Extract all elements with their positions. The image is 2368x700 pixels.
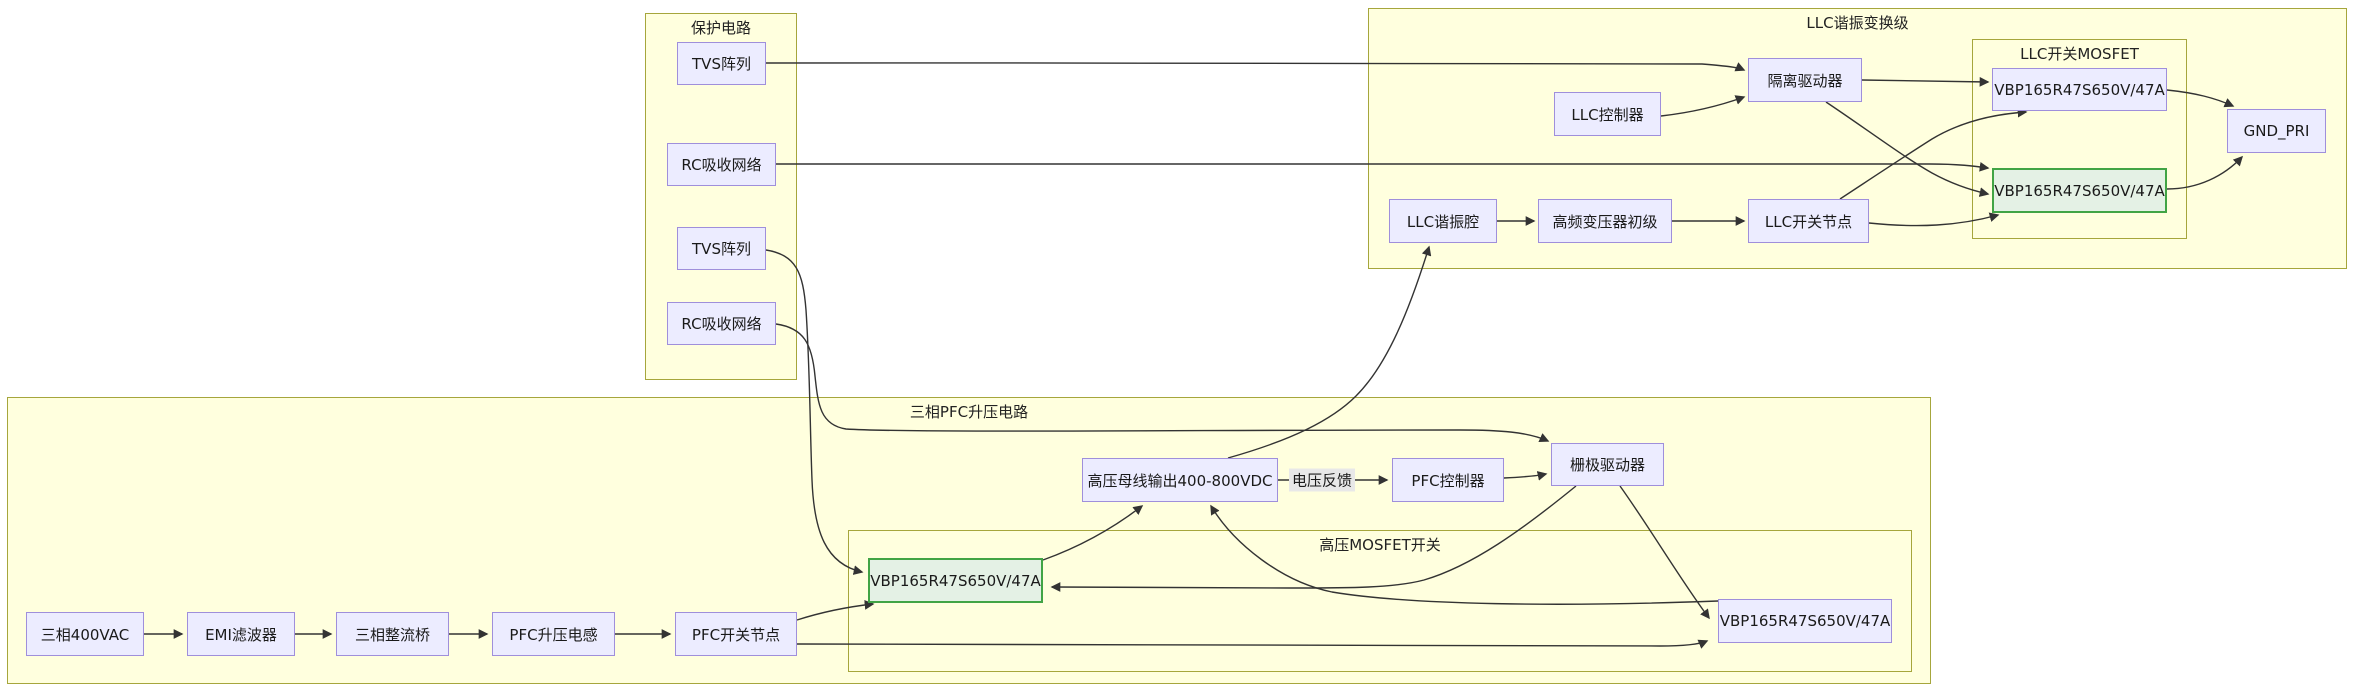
- edge-isodriver-to-fetlow: [1825, 101, 1990, 197]
- node-emi-filter: EMI滤波器: [187, 612, 295, 656]
- node-label-llc-fet-low: VBP165R47S650V/47A: [1994, 181, 2165, 200]
- node-label-llc-controller: LLC控制器: [1571, 105, 1644, 124]
- group-title-protection: 保护电路: [690, 19, 751, 37]
- edge-fetlow-to-gnd: [2166, 155, 2244, 190]
- node-label-rectifier: 三相整流桥: [354, 625, 430, 644]
- node-llc-switch-node: LLC开关节点: [1748, 199, 1869, 243]
- node-label-pfc-fet-1: VBP165R47S650V/47A: [870, 571, 1041, 590]
- node-label-emi-filter: EMI滤波器: [205, 625, 277, 644]
- node-rectifier: 三相整流桥: [336, 612, 449, 656]
- node-tvs-array-1: TVS阵列: [677, 42, 766, 85]
- edge-isodriver-to-fethigh: [1861, 76, 1990, 87]
- node-label-llc-fet-high: VBP165R47S650V/47A: [1994, 80, 2165, 99]
- edge-fethigh-to-gnd: [2166, 89, 2235, 108]
- edge-llcswnode-to-fethigh: [1839, 107, 2028, 200]
- node-llc-fet-high: VBP165R47S650V/47A: [1992, 68, 2167, 111]
- edge-pfcswnode-to-fet2: [796, 639, 1709, 649]
- node-llc-controller: LLC控制器: [1554, 92, 1661, 136]
- node-tvs-array-2: TVS阵列: [677, 227, 766, 270]
- edge-label-bus-to-pfcctrl: 电压反馈: [1288, 468, 1356, 492]
- group-title-llc-mosfet: LLC开关MOSFET: [2020, 45, 2139, 63]
- node-llc-tank: LLC谐振腔: [1389, 199, 1497, 243]
- node-label-tvs-array-1: TVS阵列: [692, 55, 751, 73]
- node-boost-inductor: PFC升压电感: [492, 612, 615, 656]
- node-pfc-fet-1: VBP165R47S650V/47A: [868, 558, 1043, 603]
- edge-llcctrl-to-isodriver: [1660, 95, 1746, 117]
- node-label-hv-bus: 高压母线输出400-800VDC: [1087, 471, 1273, 490]
- group-title-llc: LLC谐振变换级: [1806, 14, 1909, 32]
- node-label-iso-driver: 隔离驱动器: [1767, 71, 1843, 90]
- edge-tvs2-to-pfcfet1: [765, 249, 864, 575]
- node-pfc-switch-node: PFC开关节点: [675, 612, 797, 656]
- node-label-pfc-controller: PFC控制器: [1411, 471, 1485, 490]
- node-label-pfc-switch-node: PFC开关节点: [691, 625, 781, 644]
- edge-llcswnode-to-fetlow: [1868, 212, 2000, 227]
- edge-tvs1-to-isodriver: [765, 62, 1746, 72]
- edge-pfcctrl-to-gatedriver: [1503, 471, 1548, 481]
- node-hv-bus: 高压母线输出400-800VDC: [1082, 458, 1278, 502]
- edge-gatedriver-to-fet1: [1050, 485, 1577, 592]
- edge-rc2-to-gatedriver: [775, 323, 1550, 443]
- group-title-hv-mosfet: 高压MOSFET开关: [1319, 536, 1441, 554]
- node-llc-fet-low: VBP165R47S650V/47A: [1992, 168, 2167, 213]
- node-rc-snubber-2: RC吸收网络: [667, 302, 776, 345]
- edge-rc1-to-llcfetlow: [776, 161, 1990, 172]
- node-label-llc-tank: LLC谐振腔: [1406, 212, 1480, 231]
- node-label-hf-transformer: 高频变压器初级: [1552, 212, 1658, 231]
- node-label-llc-switch-node: LLC开关节点: [1764, 212, 1853, 231]
- node-gnd-pri: GND_PRI: [2227, 109, 2326, 153]
- node-hf-transformer: 高频变压器初级: [1538, 199, 1672, 243]
- edge-fet1-to-bus: [1042, 505, 1144, 561]
- edge-bus-to-tank: [1227, 245, 1432, 459]
- node-pfc-controller: PFC控制器: [1392, 458, 1504, 502]
- edge-fet2-to-bus: [1210, 504, 1719, 605]
- node-rc-snubber-1: RC吸收网络: [667, 143, 776, 186]
- node-label-rc-snubber-2: RC吸收网络: [681, 315, 762, 333]
- node-label-ac-input: 三相400VAC: [40, 625, 130, 644]
- node-label-pfc-fet-2: VBP165R47S650V/47A: [1719, 612, 1891, 630]
- group-title-pfc: 三相PFC升压电路: [909, 403, 1029, 421]
- node-label-gnd-pri: GND_PRI: [2243, 122, 2310, 140]
- edge-pfcswnode-to-fet1: [796, 600, 875, 621]
- node-ac-input: 三相400VAC: [26, 612, 144, 656]
- edge-gatedriver-to-fet2: [1619, 485, 1710, 620]
- node-pfc-fet-2: VBP165R47S650V/47A: [1718, 599, 1892, 643]
- node-label-rc-snubber-1: RC吸收网络: [681, 156, 762, 174]
- node-label-tvs-array-2: TVS阵列: [692, 240, 751, 258]
- node-label-gate-driver: 栅极驱动器: [1569, 456, 1645, 474]
- node-label-boost-inductor: PFC升压电感: [509, 625, 598, 644]
- node-iso-driver: 隔离驱动器: [1748, 58, 1862, 102]
- node-gate-driver: 栅极驱动器: [1551, 443, 1664, 486]
